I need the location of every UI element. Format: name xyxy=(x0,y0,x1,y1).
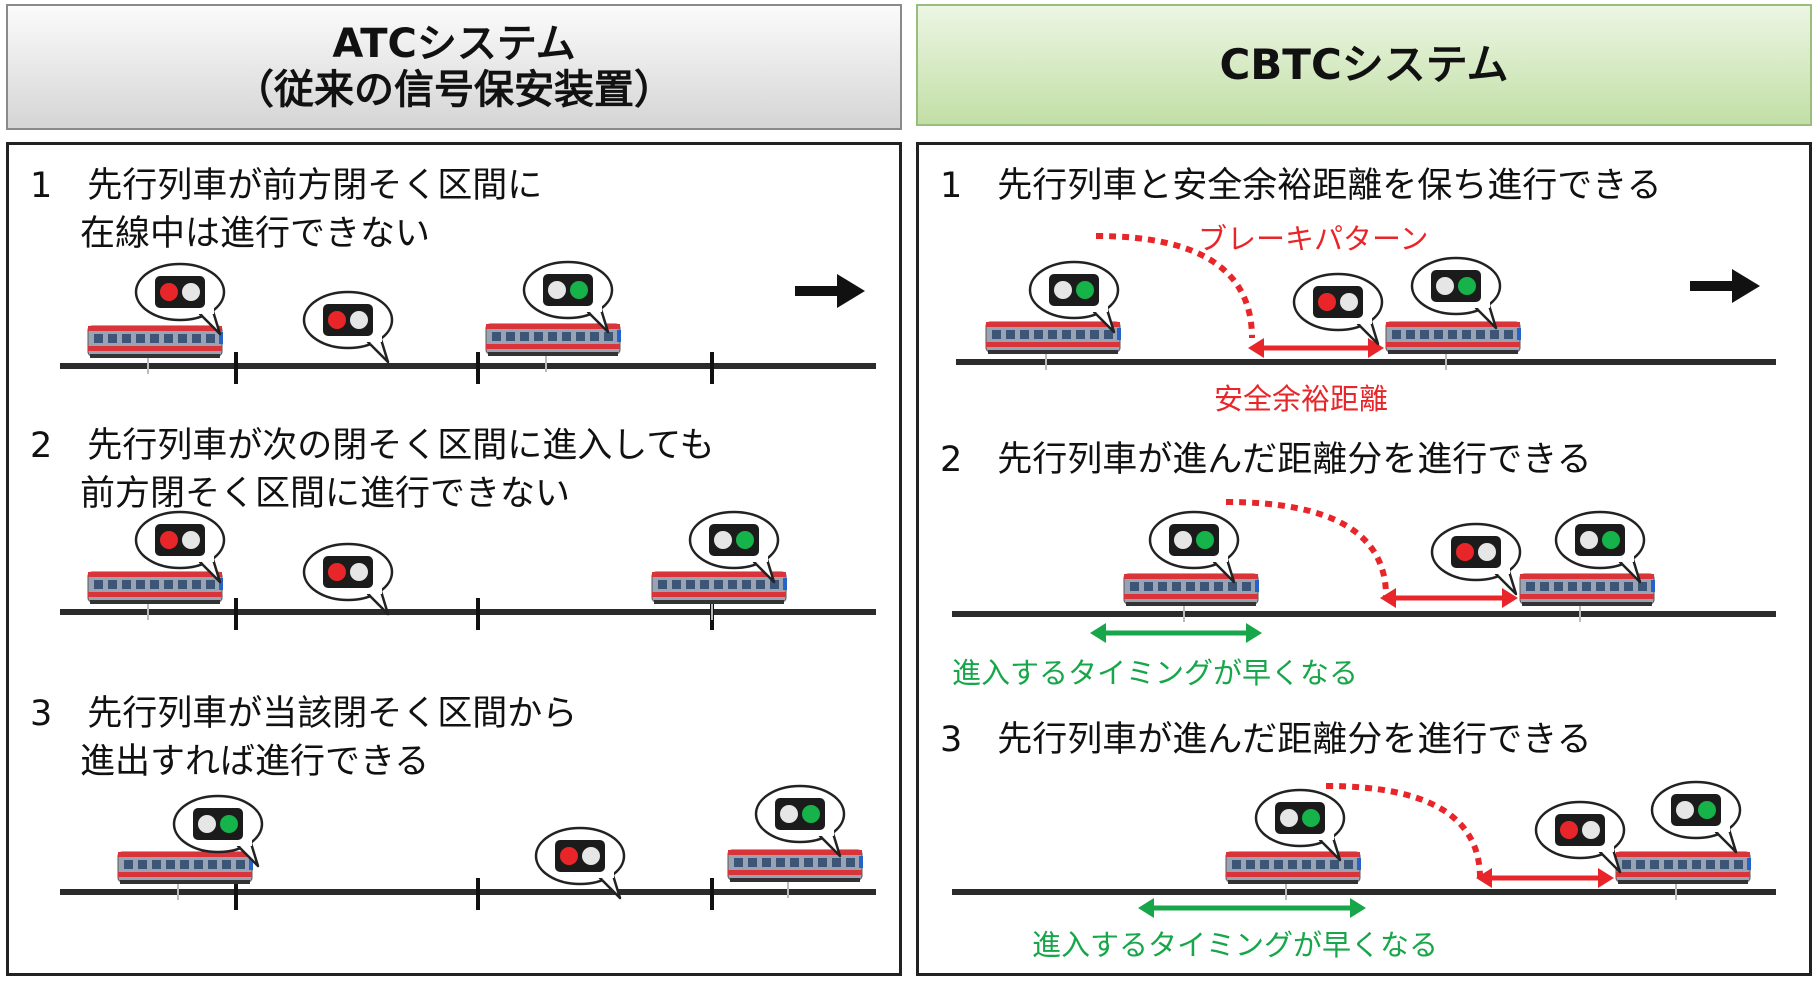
atc-step-3-line-1: 3 先行列車が当該閉そく区間から xyxy=(30,694,578,734)
atc-step-2-line-1: 2 先行列車が次の閉そく区間に進入しても xyxy=(30,426,715,466)
entry-timing-label-scene-2: 進入するタイミングが早くなる xyxy=(952,656,1359,690)
cbtc-panel xyxy=(916,142,1812,976)
atc-step-2-line-2: 前方閉そく区間に進行できない xyxy=(80,474,571,514)
atc-panel xyxy=(6,142,902,976)
safety-margin-label: 安全余裕距離 xyxy=(1214,382,1389,416)
atc-header-subtitle: （従来の信号保安装置） xyxy=(234,67,674,113)
entry-timing-label-scene-3: 進入するタイミングが早くなる xyxy=(1032,928,1439,962)
atc-header-title: ATCシステム xyxy=(332,21,576,67)
cbtc-header-title: CBTCシステム xyxy=(1219,39,1509,89)
atc-step-3-line-2: 進出すれば進行できる xyxy=(80,742,430,782)
atc-step-1-line-2: 在線中は進行できない xyxy=(80,214,431,254)
cbtc-step-2: 2 先行列車が進んだ距離分を進行できる xyxy=(940,440,1592,480)
atc-header: ATCシステム （従来の信号保安装置） xyxy=(6,4,902,130)
atc-step-1-line-1: 1 先行列車が前方閉そく区間に xyxy=(30,166,543,206)
cbtc-step-3: 3 先行列車が進んだ距離分を進行できる xyxy=(940,720,1592,760)
brake-pattern-label: ブレーキパターン xyxy=(1198,222,1429,256)
cbtc-step-1: 1 先行列車と安全余裕距離を保ち進行できる xyxy=(940,166,1662,206)
cbtc-header: CBTCシステム xyxy=(916,4,1812,126)
